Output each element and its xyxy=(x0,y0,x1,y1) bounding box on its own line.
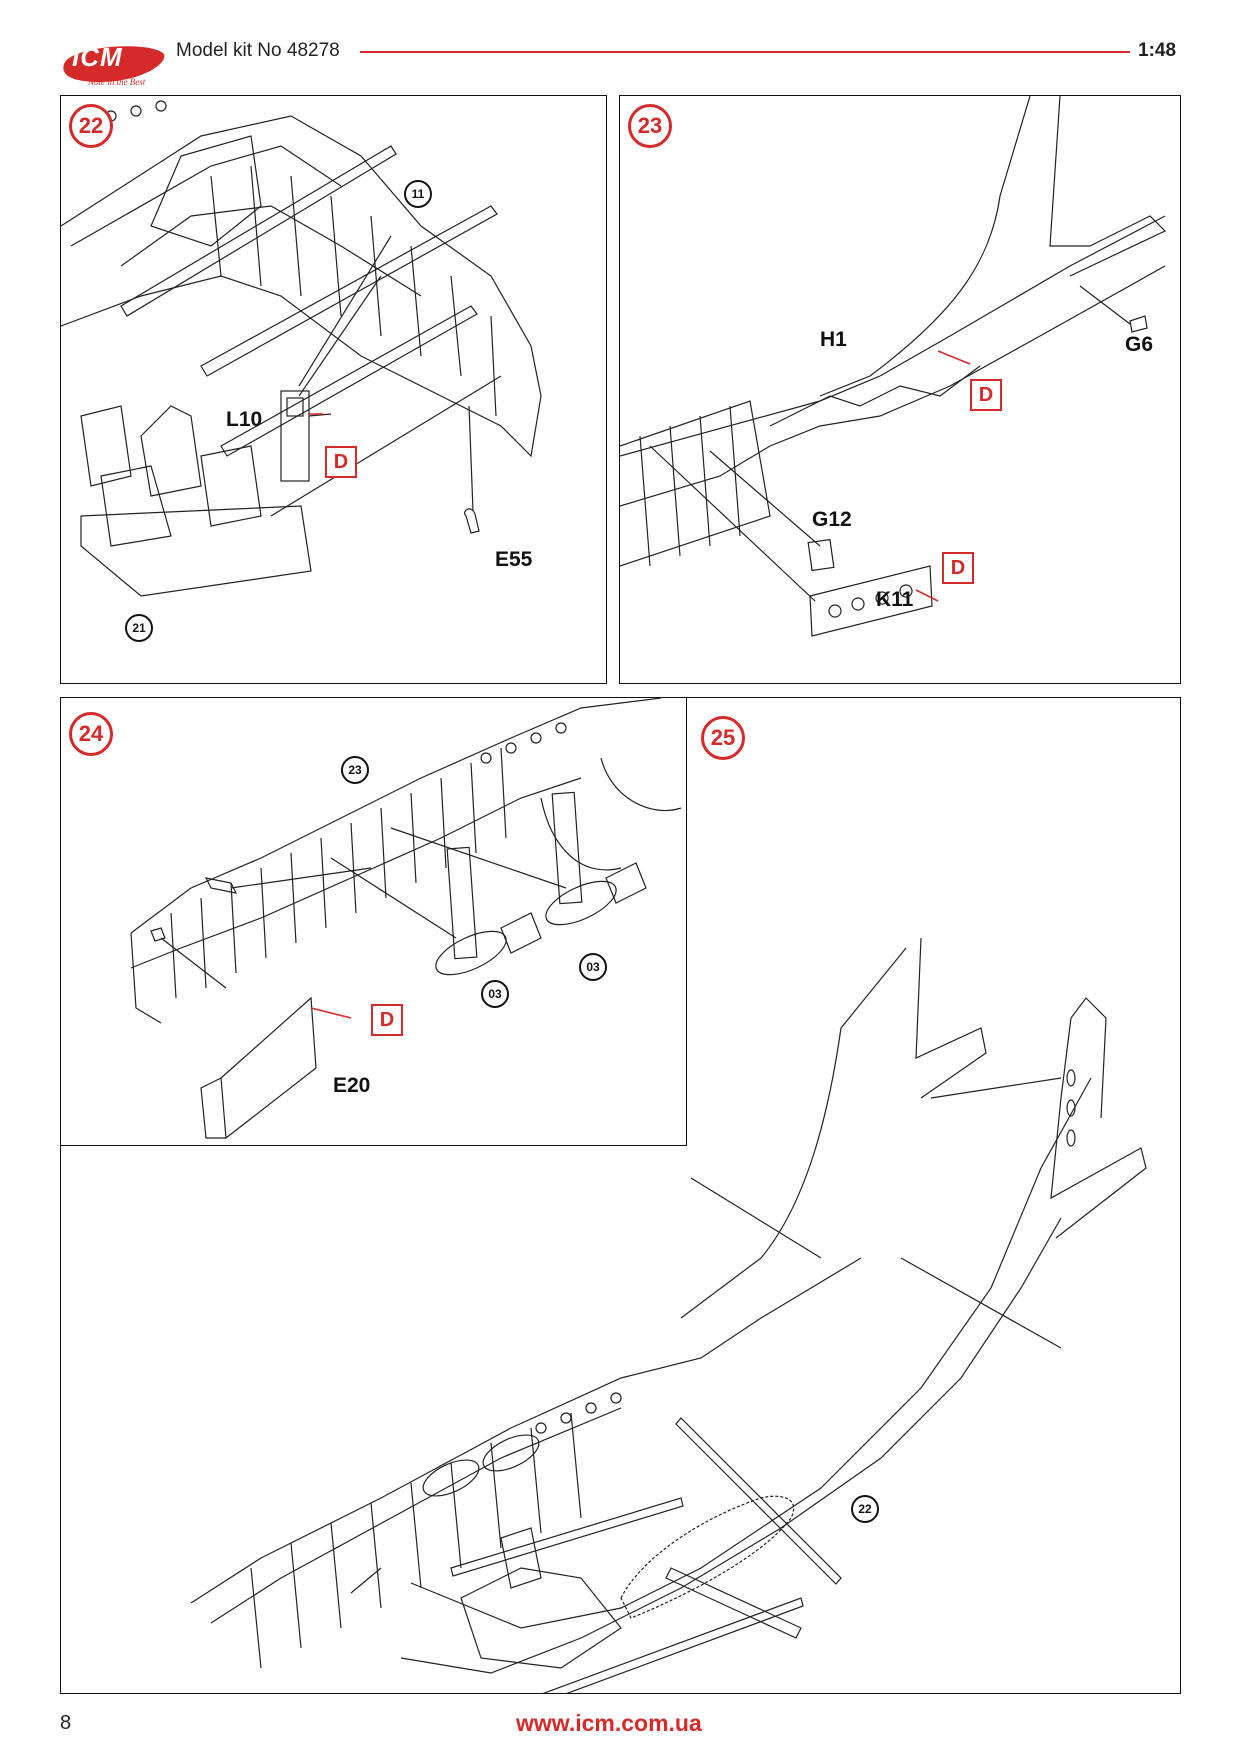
step-24-drawing xyxy=(130,698,682,1140)
scale-label: 1:48 xyxy=(1138,40,1177,61)
page-number: 8 xyxy=(60,1712,72,1734)
step-24-badge: 24 xyxy=(69,712,113,756)
part-label-E20: E20 xyxy=(333,1074,371,1097)
step-22-drawing xyxy=(61,100,542,597)
step-22-ref-21: 21 xyxy=(125,614,153,642)
footer-url[interactable]: www.icm.com.ua xyxy=(516,1710,702,1736)
step-22-paint-D: D xyxy=(325,446,357,478)
step-23-paint-D-2: D xyxy=(942,552,974,584)
logo-shape-icon xyxy=(63,46,165,82)
step-25-drawing xyxy=(190,937,1147,1693)
icm-logo: ICM Note in the Best xyxy=(60,42,168,92)
step-24-ref-03-a: 03 xyxy=(481,980,509,1008)
kit-title: Model kit No 48278 xyxy=(176,40,340,61)
step-25-ref-22: 22 xyxy=(851,1495,879,1523)
part-label-E55: E55 xyxy=(495,548,533,571)
step-23-drawing xyxy=(620,96,1167,637)
step-22-ref-11: 11 xyxy=(404,180,432,208)
step-25-badge: 25 xyxy=(701,716,745,760)
logo-text: ICM xyxy=(72,42,123,72)
step-24-paint-D: D xyxy=(371,1004,403,1036)
part-label-G6: G6 xyxy=(1125,333,1154,356)
part-label-G12: G12 xyxy=(812,508,852,531)
header-rule xyxy=(360,51,1130,53)
step-22-panel: 22 11 L10 D E55 21 xyxy=(60,95,607,684)
step-24-ref-03-b: 03 xyxy=(579,953,607,981)
logo-tagline: Note in the Best xyxy=(88,77,146,87)
part-label-H1: H1 xyxy=(820,328,847,351)
step-23-badge: 23 xyxy=(628,104,672,148)
step-24-panel: 24 23 03 03 D E20 xyxy=(60,697,687,1146)
step-24-ref-23: 23 xyxy=(341,756,369,784)
step-23-panel: 23 H1 G6 D G12 D K11 xyxy=(619,95,1181,684)
part-label-K11: K11 xyxy=(876,588,914,611)
part-label-L10: L10 xyxy=(226,408,263,431)
step-23-paint-D-1: D xyxy=(970,379,1002,411)
step-22-badge: 22 xyxy=(69,104,113,148)
